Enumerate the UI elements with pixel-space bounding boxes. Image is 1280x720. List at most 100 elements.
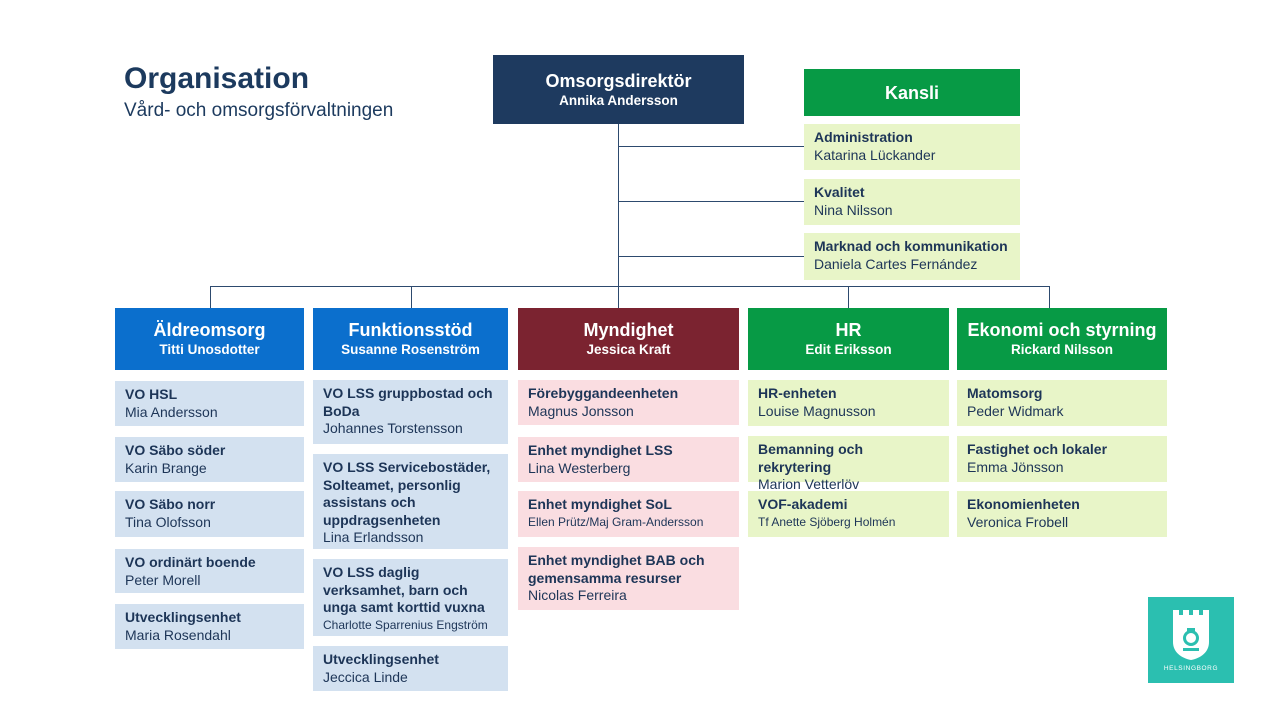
unit-name: Nicolas Ferreira [528, 587, 627, 603]
kansli-header: Kansli [804, 69, 1020, 116]
unit-name: Magnus Jonsson [528, 402, 634, 419]
unit-box: VO LSS Servicebostäder, Solteamet, perso… [313, 454, 508, 549]
unit-name: Karin Brange [125, 459, 207, 476]
connector-hr [848, 286, 849, 308]
unit-title: Matomsorg [967, 385, 1043, 401]
page-title: Organisation [124, 62, 310, 95]
department-header-hr: HR Edit Eriksson [748, 308, 949, 370]
unit-name: Peder Widmark [967, 402, 1064, 419]
unit-box: VOF-akademi Tf Anette Sjöberg Holmén [748, 491, 949, 537]
unit-name: Tf Anette Sjöberg Holmén [758, 514, 896, 529]
unit-name: Emma Jönsson [967, 458, 1064, 475]
kansli-title: Kansli [884, 82, 940, 103]
department-header-funktionsstod: Funktionsstöd Susanne Rosenström [313, 308, 508, 370]
unit-title: Bemanning och rekrytering [758, 441, 864, 475]
unit-box: Enhet myndighet BAB och gemensamma resur… [518, 547, 739, 610]
connector-aldreomsorg [210, 286, 211, 308]
unit-name: Ellen Prütz/Maj Gram-Andersson [528, 514, 704, 529]
unit-name: Jeccica Linde [323, 668, 408, 685]
unit-name: Maria Rosendahl [125, 626, 231, 643]
unit-name: Charlotte Sparrenius Engström [323, 617, 488, 632]
unit-name: Lina Westerberg [528, 459, 631, 476]
kansli-unit-marknad: Marknad och kommunikation Daniela Cartes… [804, 233, 1020, 280]
unit-box: Fastighet och lokaler Emma Jönsson [957, 436, 1167, 482]
unit-title: Enhet myndighet SoL [528, 496, 672, 512]
unit-name: Peter Morell [125, 571, 201, 588]
unit-box: VO LSS gruppbostad och BoDa Johannes Tor… [313, 380, 508, 444]
connector-director-trunk [618, 123, 619, 308]
unit-title: Marknad och kommunikation [814, 238, 1008, 254]
unit-box: VO ordinärt boende Peter Morell [115, 549, 304, 593]
director-title: Omsorgsdirektör [545, 70, 692, 91]
unit-title: VO ordinärt boende [125, 554, 256, 570]
connector-kansli-marknad [618, 256, 805, 257]
unit-title: Enhet myndighet BAB och gemensamma resur… [528, 552, 705, 586]
unit-name: Mia Andersson [125, 403, 218, 420]
unit-title: Ekonomienheten [967, 496, 1080, 512]
department-title: Ekonomi och styrning [967, 320, 1157, 340]
department-header-aldreomsorg: Äldreomsorg Titti Unosdotter [115, 308, 304, 370]
unit-title: VO Säbo söder [125, 442, 226, 458]
unit-title: Enhet myndighet LSS [528, 442, 673, 458]
unit-title: Förebyggandeenheten [528, 385, 679, 401]
department-title: Äldreomsorg [153, 320, 266, 340]
department-title: HR [835, 320, 862, 340]
unit-title: Fastighet och lokaler [967, 441, 1108, 457]
connector-kansli-admin [618, 146, 805, 147]
unit-box: Enhet myndighet LSS Lina Westerberg [518, 437, 739, 482]
connector-kansli-kvalitet [618, 201, 805, 202]
unit-box: Matomsorg Peder Widmark [957, 380, 1167, 426]
unit-title: Kvalitet [814, 184, 865, 200]
director-box: Omsorgsdirektör Annika Andersson [493, 55, 744, 124]
unit-box: VO Säbo söder Karin Brange [115, 437, 304, 482]
department-head-name: Edit Eriksson [805, 342, 892, 357]
helsingborg-castle-logo-icon [1173, 610, 1209, 660]
unit-name: Marion Vetterlöv [758, 476, 860, 492]
connector-funktionsstod [411, 286, 412, 308]
unit-name: Veronica Frobell [967, 513, 1069, 530]
page-subtitle: Vård- och omsorgsförvaltningen [124, 100, 394, 121]
kansli-unit-kvalitet: Kvalitet Nina Nilsson [804, 179, 1020, 225]
department-title: Myndighet [583, 320, 674, 340]
department-head-name: Susanne Rosenström [341, 342, 480, 357]
department-title: Funktionsstöd [348, 320, 473, 340]
unit-title: VO HSL [125, 386, 178, 402]
unit-box: VO HSL Mia Andersson [115, 381, 304, 426]
director-name: Annika Andersson [559, 92, 678, 108]
unit-title: VOF-akademi [758, 496, 848, 512]
unit-box: VO Säbo norr Tina Olofsson [115, 491, 304, 537]
unit-name: Lina Erlandsson [323, 529, 424, 545]
unit-title: Administration [814, 129, 913, 145]
unit-box: VO LSS daglig verksamhet, barn och unga … [313, 559, 508, 636]
helsingborg-logo: HELSINGBORG [1148, 597, 1234, 683]
department-header-myndighet: Myndighet Jessica Kraft [518, 308, 739, 370]
unit-name: Tina Olofsson [125, 513, 211, 530]
unit-name: Louise Magnusson [758, 402, 876, 419]
department-head-name: Jessica Kraft [586, 342, 671, 357]
department-head-name: Rickard Nilsson [1010, 342, 1114, 357]
unit-title: VO Säbo norr [125, 496, 216, 512]
unit-name: Katarina Lückander [814, 146, 936, 163]
logo-text: HELSINGBORG [1163, 665, 1219, 672]
unit-box: Utvecklingsenhet Jeccica Linde [313, 646, 508, 691]
connector-ekonomi [1049, 286, 1050, 308]
unit-title: VO LSS daglig verksamhet, barn och unga … [323, 564, 485, 615]
unit-name: Daniela Cartes Fernández [814, 255, 978, 272]
unit-box: HR-enheten Louise Magnusson [748, 380, 949, 426]
unit-title: VO LSS gruppbostad och BoDa [323, 385, 493, 419]
unit-title: VO LSS Servicebostäder, Solteamet, perso… [323, 459, 491, 528]
unit-box: Bemanning och rekrytering Marion Vetterl… [748, 436, 949, 492]
unit-title: HR-enheten [758, 385, 837, 401]
unit-box: Utvecklingsenhet Maria Rosendahl [115, 604, 304, 649]
department-head-name: Titti Unosdotter [159, 342, 260, 357]
kansli-unit-administration: Administration Katarina Lückander [804, 124, 1020, 170]
unit-name: Johannes Torstensson [323, 420, 463, 436]
connector-horizontal-bar [210, 286, 1050, 287]
unit-title: Utvecklingsenhet [125, 609, 241, 625]
unit-title: Utvecklingsenhet [323, 651, 439, 667]
department-header-ekonomi: Ekonomi och styrning Rickard Nilsson [957, 308, 1167, 370]
unit-box: Enhet myndighet SoL Ellen Prütz/Maj Gram… [518, 491, 739, 537]
unit-box: Förebyggandeenheten Magnus Jonsson [518, 380, 739, 425]
unit-name: Nina Nilsson [814, 201, 893, 218]
unit-box: Ekonomienheten Veronica Frobell [957, 491, 1167, 537]
